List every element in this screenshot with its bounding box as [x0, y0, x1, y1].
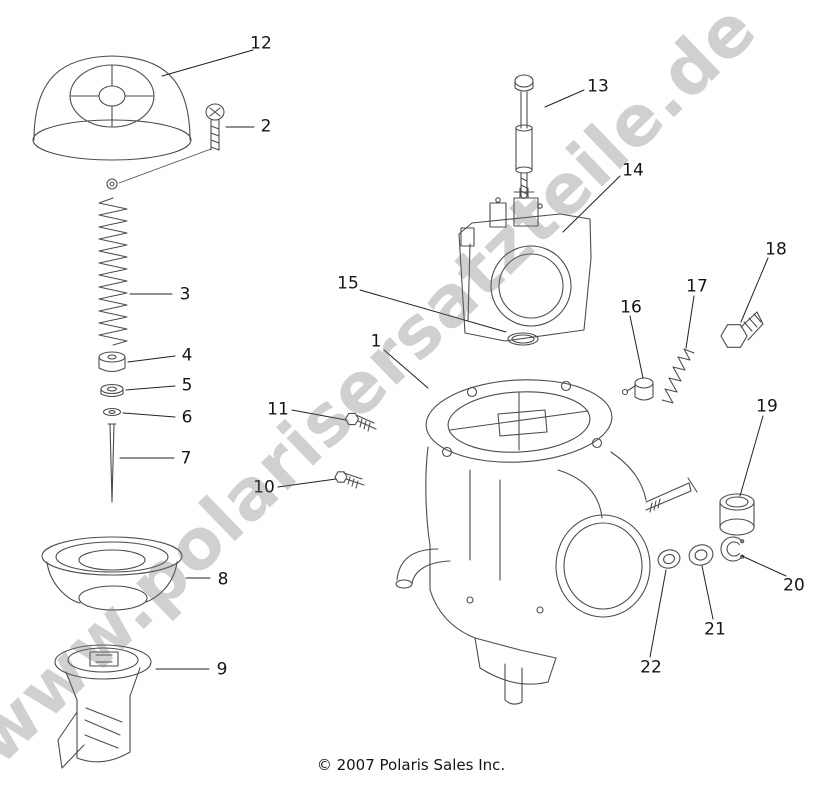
callout-7: 7: [180, 448, 192, 469]
callout-10: 10: [253, 477, 275, 498]
part-slide-spring: [99, 198, 127, 345]
callout-8: 8: [217, 569, 229, 590]
part-cover-cap: [33, 56, 211, 189]
part-needle-retainer: [99, 352, 125, 372]
callout-15: 15: [337, 273, 359, 294]
part-bushing: [720, 494, 754, 535]
part-top-housing: [459, 188, 591, 341]
part-cover-screw: [206, 104, 224, 150]
part-adjuster-cap: [623, 378, 654, 400]
callout-1: 1: [370, 331, 382, 352]
callout-9: 9: [216, 659, 228, 680]
part-clip: [104, 409, 121, 416]
part-diaphragm: [42, 537, 182, 610]
callout-12: 12: [250, 33, 272, 54]
part-long-screw: [515, 75, 533, 199]
callout-3: 3: [179, 284, 191, 305]
part-carburetor-body: [396, 375, 697, 704]
part-slide: [55, 645, 151, 768]
callout-11: 11: [267, 399, 289, 420]
part-shaft-washer: [687, 542, 715, 568]
callout-17: 17: [686, 276, 708, 297]
copyright-notice: © 2007 Polaris Sales Inc.: [316, 756, 506, 774]
part-washer: [101, 385, 123, 397]
part-seal: [656, 547, 682, 570]
callout-18: 18: [765, 239, 787, 260]
callout-22: 22: [640, 657, 662, 678]
callout-5: 5: [181, 375, 193, 396]
callout-6: 6: [181, 407, 193, 428]
callout-2: 2: [260, 116, 272, 137]
callout-20: 20: [783, 575, 805, 596]
callout-19: 19: [756, 396, 778, 417]
callout-16: 16: [620, 297, 642, 318]
callout-14: 14: [622, 160, 644, 181]
part-adjuster-spring: [662, 349, 694, 403]
part-screw-lower: [335, 472, 364, 488]
part-screw-upper: [346, 413, 377, 431]
leader-lines: [120, 50, 786, 669]
callout-21: 21: [704, 619, 726, 640]
callout-4: 4: [181, 345, 193, 366]
part-fitting: [721, 312, 763, 347]
part-c-clip: [721, 537, 744, 561]
callout-13: 13: [587, 76, 609, 97]
part-jet-needle: [108, 424, 116, 502]
part-o-ring: [508, 333, 538, 345]
